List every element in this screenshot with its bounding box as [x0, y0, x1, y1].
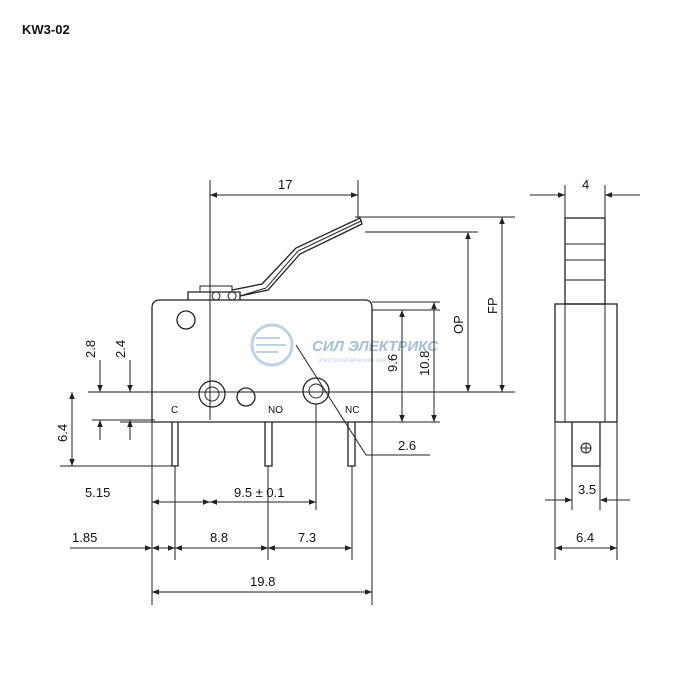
dim-4: 4 [582, 177, 589, 192]
dim-fp: FP [485, 297, 500, 314]
dim-op: OP [451, 315, 466, 334]
mounting-hole-small [176, 310, 196, 330]
side-view-body [554, 303, 618, 423]
dim-6-4-right: 6.4 [576, 530, 594, 545]
dim-2-6: 2.6 [398, 438, 416, 453]
dim-2-8: 2.8 [83, 340, 98, 358]
watermark-subtitle: электротехнический центр [318, 357, 393, 364]
diagram-title: KW3-02 [22, 22, 70, 37]
pin-hole [236, 387, 256, 407]
dim-19-8: 19.8 [250, 574, 275, 589]
dim-9-6: 9.6 [385, 354, 400, 372]
watermark-logo-icon [250, 323, 294, 367]
watermark-name: СИЛ ЭЛЕКТРИКС [312, 338, 439, 355]
switch-body [151, 217, 373, 423]
terminal-nc-label: NC [345, 405, 359, 416]
dimension-labels: 17 4 2.8 2.4 9.6 10.8 OP FP 6.4 2.6 5.15… [55, 177, 596, 589]
dim-5-15: 5.15 [85, 485, 110, 500]
terminal-c-label: C [171, 405, 178, 416]
watermark: СИЛ ЭЛЕКТРИКС электротехнический центр [250, 323, 439, 367]
side-view-terminal [571, 422, 601, 467]
terminal-no-label: NO [268, 405, 283, 416]
dim-8-8: 8.8 [210, 530, 228, 545]
dim-3-5: 3.5 [578, 482, 596, 497]
dim-10-8: 10.8 [417, 351, 432, 376]
terminal-no [264, 422, 273, 467]
dim-2-4: 2.4 [113, 340, 128, 358]
terminal-c [171, 422, 179, 467]
dim-9-5: 9.5 ± 0.1 [234, 485, 285, 500]
dim-6-4-left: 6.4 [55, 424, 70, 442]
side-view-actuator [564, 217, 606, 305]
dim-17: 17 [278, 177, 292, 192]
dim-1-85: 1.85 [72, 530, 97, 545]
side-view [530, 185, 640, 560]
dim-7-3: 7.3 [298, 530, 316, 545]
terminals: C NO NC [171, 405, 359, 467]
dimension-lines [60, 180, 515, 605]
mounting-hole-left [198, 380, 226, 408]
